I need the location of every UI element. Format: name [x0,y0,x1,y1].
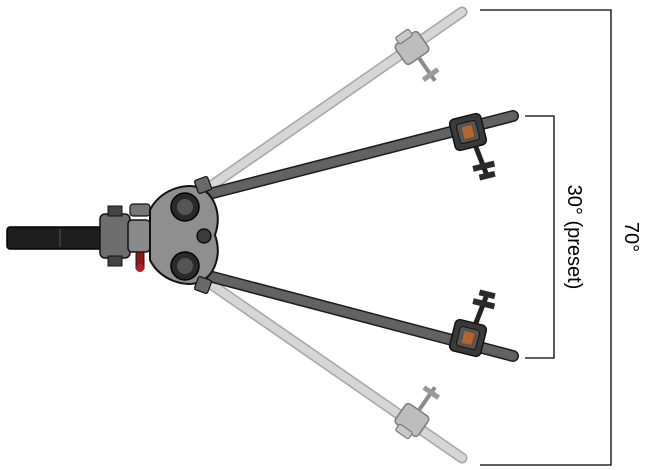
red-knob [135,251,145,272]
inner-angle-label: 30° (preset) [563,185,585,290]
inner-upper-clamp [448,112,496,181]
hub [149,175,219,295]
inner-lower-clamp [448,289,496,358]
outer-angle-label: 70° [620,222,642,252]
outer-lower-clamp [394,385,441,440]
inner-angle-bracket [525,115,555,359]
outer-upper-clamp [394,28,440,82]
outer-angle-bracket [480,9,612,466]
handle [6,203,151,267]
